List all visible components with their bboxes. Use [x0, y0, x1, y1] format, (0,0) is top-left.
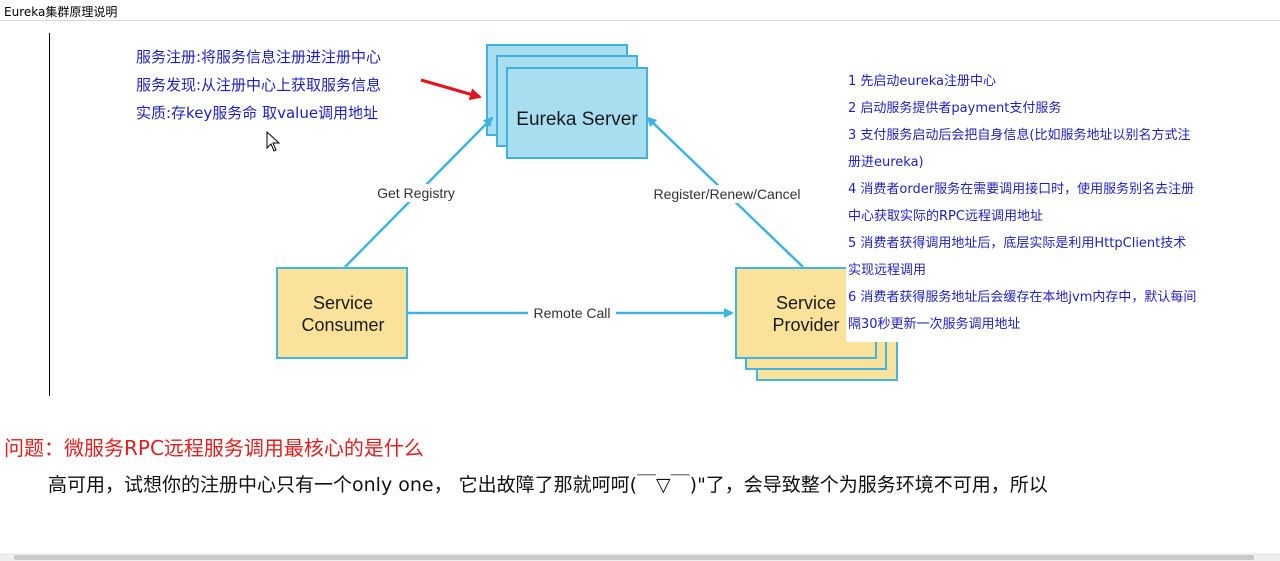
- eureka-server-node: [486, 44, 648, 159]
- consumer-label-line2: Consumer: [301, 315, 384, 335]
- step-line-7: 5 消费者获得调用地址后，底层实际是利用HttpClient技术: [848, 236, 1187, 251]
- step-line-6: 中心获取实际的RPC远程调用地址: [848, 209, 1043, 224]
- window-titlebar: Eureka集群原理说明: [0, 0, 1280, 21]
- provider-label-line2: Provider: [772, 315, 839, 335]
- definition-service-discovery: 服务发现:从注册中心上获取服务信息: [136, 76, 382, 94]
- remote-call-label: Remote Call: [533, 305, 610, 321]
- step-line-3: 3 支付服务启动后会把自身信息(比如服务地址以别名方式注: [848, 128, 1191, 143]
- definition-essence: 实质:存key服务命 取value调用地址: [136, 104, 379, 122]
- step-line-9: 6 消费者获得服务地址后会缓存在本地jvm内存中，默认每间: [848, 290, 1197, 305]
- step-line-2: 2 启动服务提供者payment支付服务: [848, 101, 1062, 116]
- get-registry-label: Get Registry: [377, 185, 455, 201]
- eureka-server-label: Eureka Server: [516, 109, 638, 130]
- steps-panel: 1 先启动eureka注册中心 2 启动服务提供者payment支付服务 3 支…: [846, 66, 1236, 342]
- window-title: Eureka集群原理说明: [4, 5, 118, 19]
- left-margin-line: [49, 33, 50, 396]
- step-line-1: 1 先启动eureka注册中心: [848, 74, 996, 89]
- annotation-arrow: [420, 78, 482, 100]
- register-renew-cancel-label: Register/Renew/Cancel: [653, 186, 800, 202]
- step-line-5: 4 消费者order服务在需要调用接口时，使用服务别名去注册: [848, 182, 1195, 197]
- question-heading: 问题：微服务RPC远程服务调用最核心的是什么: [4, 436, 424, 460]
- horizontal-scrollbar-thumb[interactable]: [14, 555, 1254, 560]
- service-consumer-node: [276, 267, 408, 359]
- step-line-8: 实现远程调用: [848, 263, 927, 278]
- step-line-10: 隔30秒更新一次服务调用地址: [848, 317, 1021, 332]
- definition-service-registration: 服务注册:将服务信息注册进注册中心: [136, 48, 382, 66]
- consumer-label-line1: Service: [313, 293, 373, 313]
- answer-text: 高可用，试想你的注册中心只有一个only one， 它出故障了那就呵呵(￣▽￣)…: [48, 474, 1048, 496]
- step-line-4: 册进eureka): [848, 155, 924, 170]
- mouse-cursor-icon: [266, 130, 281, 152]
- provider-label-line1: Service: [776, 293, 836, 313]
